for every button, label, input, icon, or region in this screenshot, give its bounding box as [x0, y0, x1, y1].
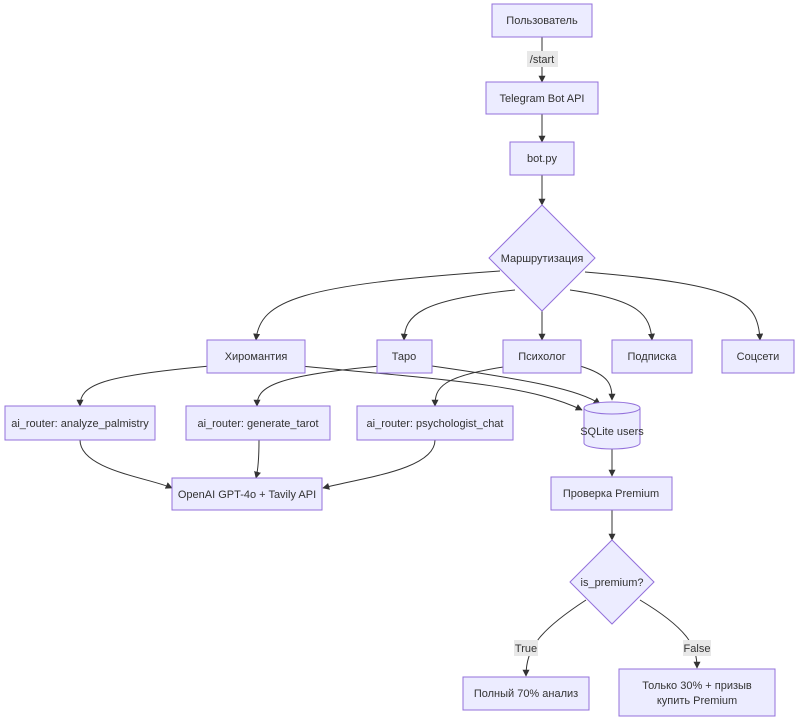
node-telegram-api[interactable]: Telegram Bot API [485, 81, 599, 115]
node-sqlite-label: SQLite users [580, 426, 644, 438]
node-router-tarot[interactable]: ai_router: generate_tarot [185, 405, 331, 441]
node-is-premium-label: is_premium? [581, 577, 644, 589]
node-router-tarot-label: ai_router: generate_tarot [197, 418, 318, 430]
edge-router-palm-openai [79, 439, 173, 489]
node-social-label: Соцсети [737, 351, 780, 363]
edge-label-false-bg [683, 640, 711, 656]
node-partial-analysis[interactable]: Только 30% + призыв купить Premium [618, 668, 776, 717]
node-palmistry[interactable]: Хиромантия [206, 339, 306, 374]
edge-psych-sqlite [579, 365, 616, 401]
edge-router-tarot-openai [254, 439, 261, 479]
node-telegram-api-label: Telegram Bot API [500, 93, 585, 105]
edge-label-true: True [515, 643, 537, 655]
edge-label-start-bg [527, 51, 558, 67]
node-bot[interactable]: bot.py [509, 141, 575, 176]
edge-true-full [522, 599, 587, 677]
node-is-premium[interactable]: is_premium? [569, 539, 655, 625]
node-router-psych-label: ai_router: psychologist_chat [367, 418, 504, 430]
edge-tarot-router [253, 365, 381, 407]
edges [76, 37, 764, 677]
node-openai-label: OpenAI GPT-4o + Tavily API [178, 489, 316, 501]
node-routing[interactable]: Маршрутизация [488, 204, 596, 312]
node-palmistry-label: Хиромантия [225, 351, 288, 363]
node-router-palmistry-label: ai_router: analyze_palmistry [11, 418, 149, 430]
edge-routing-palmistry [253, 270, 501, 341]
node-tarot[interactable]: Таро [376, 339, 433, 374]
node-subscription[interactable]: Подписка [611, 339, 693, 374]
nodes: Пользователь Telegram Bot API bot.py Мар… [4, 3, 795, 717]
node-tarot-label: Таро [392, 351, 417, 363]
edge-routing-social [584, 271, 764, 341]
edge-false-partial [639, 599, 701, 669]
edge-label-true-bg [514, 640, 538, 656]
edge-palmistry-router [76, 365, 211, 407]
edge-label-false: False [684, 643, 711, 655]
node-full-analysis-label: Полный 70% анализ [474, 688, 578, 700]
node-user-label: Пользователь [506, 15, 578, 27]
node-user[interactable]: Пользователь [491, 3, 593, 38]
edge-routing-tarot [400, 289, 516, 341]
node-premium-check-label: Проверка Premium [563, 488, 659, 500]
edge-routing-subscription [569, 289, 655, 341]
node-router-psych[interactable]: ai_router: psychologist_chat [356, 405, 514, 441]
node-bot-label: bot.py [527, 153, 557, 165]
node-full-analysis[interactable]: Полный 70% анализ [462, 676, 590, 711]
edge-tarot-sqlite [431, 365, 601, 405]
node-subscription-label: Подписка [628, 351, 678, 363]
edge-router-psych-openai [322, 439, 436, 490]
node-routing-label: Маршрутизация [501, 253, 584, 265]
node-psychologist[interactable]: Психолог [502, 339, 582, 374]
node-partial-analysis-line2: купить Premium [657, 695, 737, 707]
edge-palmistry-sqlite [299, 365, 583, 411]
node-router-palmistry[interactable]: ai_router: analyze_palmistry [4, 405, 156, 441]
node-social[interactable]: Соцсети [721, 339, 795, 374]
node-partial-analysis-line1: Только 30% + призыв [642, 680, 752, 692]
node-premium-check[interactable]: Проверка Premium [550, 476, 673, 511]
edge-label-start: /start [530, 54, 554, 66]
edge-labels: /start True False [514, 51, 711, 656]
edge-psych-router [431, 365, 511, 407]
node-psychologist-label: Психолог [518, 351, 565, 363]
node-sqlite[interactable]: SQLite users [580, 401, 644, 450]
node-openai[interactable]: OpenAI GPT-4o + Tavily API [171, 477, 323, 511]
